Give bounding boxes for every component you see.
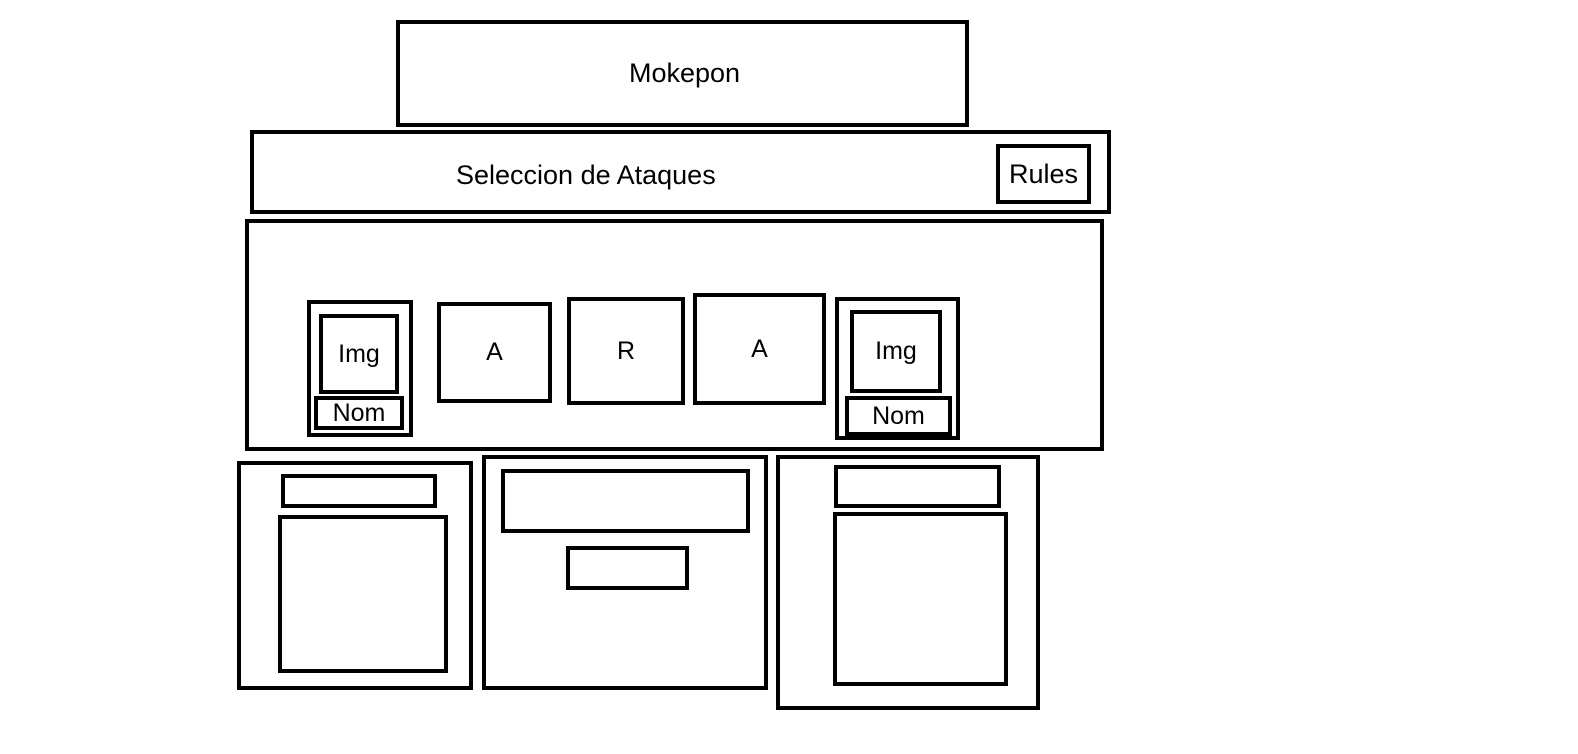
player-name-label: Nom [332, 398, 386, 427]
player-mokepon-card [307, 300, 413, 437]
arena-panel [245, 219, 1104, 451]
player-result-content [278, 515, 448, 673]
enemy-result-panel [776, 455, 1040, 710]
attack-button-2-label: R [616, 336, 636, 365]
restart-button[interactable] [566, 546, 689, 590]
enemy-mokepon-image: Img [850, 310, 942, 393]
rules-button[interactable]: Rules [996, 144, 1091, 204]
title-box: Mokepon [396, 20, 969, 127]
attack-button-1[interactable]: A [437, 302, 552, 403]
player-mokepon-name: Nom [314, 396, 404, 430]
attack-button-2[interactable]: R [567, 297, 685, 405]
attack-button-3[interactable]: A [693, 293, 826, 405]
rules-button-label: Rules [1008, 158, 1079, 189]
enemy-result-content [833, 512, 1008, 686]
section-title: Seleccion de Ataques [456, 160, 716, 190]
enemy-mokepon-name: Nom [845, 396, 952, 436]
attack-button-3-label: A [751, 334, 768, 363]
page-title: Mokepon [628, 58, 741, 88]
enemy-mokepon-card [835, 297, 960, 440]
player-image-label: Img [338, 339, 380, 368]
enemy-name-label: Nom [872, 401, 925, 430]
enemy-image-label: Img [875, 337, 917, 365]
player-result-panel [237, 461, 473, 690]
battle-message-box [501, 469, 750, 533]
battle-message-panel [482, 455, 768, 690]
enemy-result-header [834, 465, 1001, 508]
attack-button-1-label: A [486, 338, 503, 366]
player-result-header [281, 474, 437, 508]
player-mokepon-image: Img [319, 314, 399, 394]
attack-selection-bar: Seleccion de Ataques Rules [250, 130, 1111, 214]
